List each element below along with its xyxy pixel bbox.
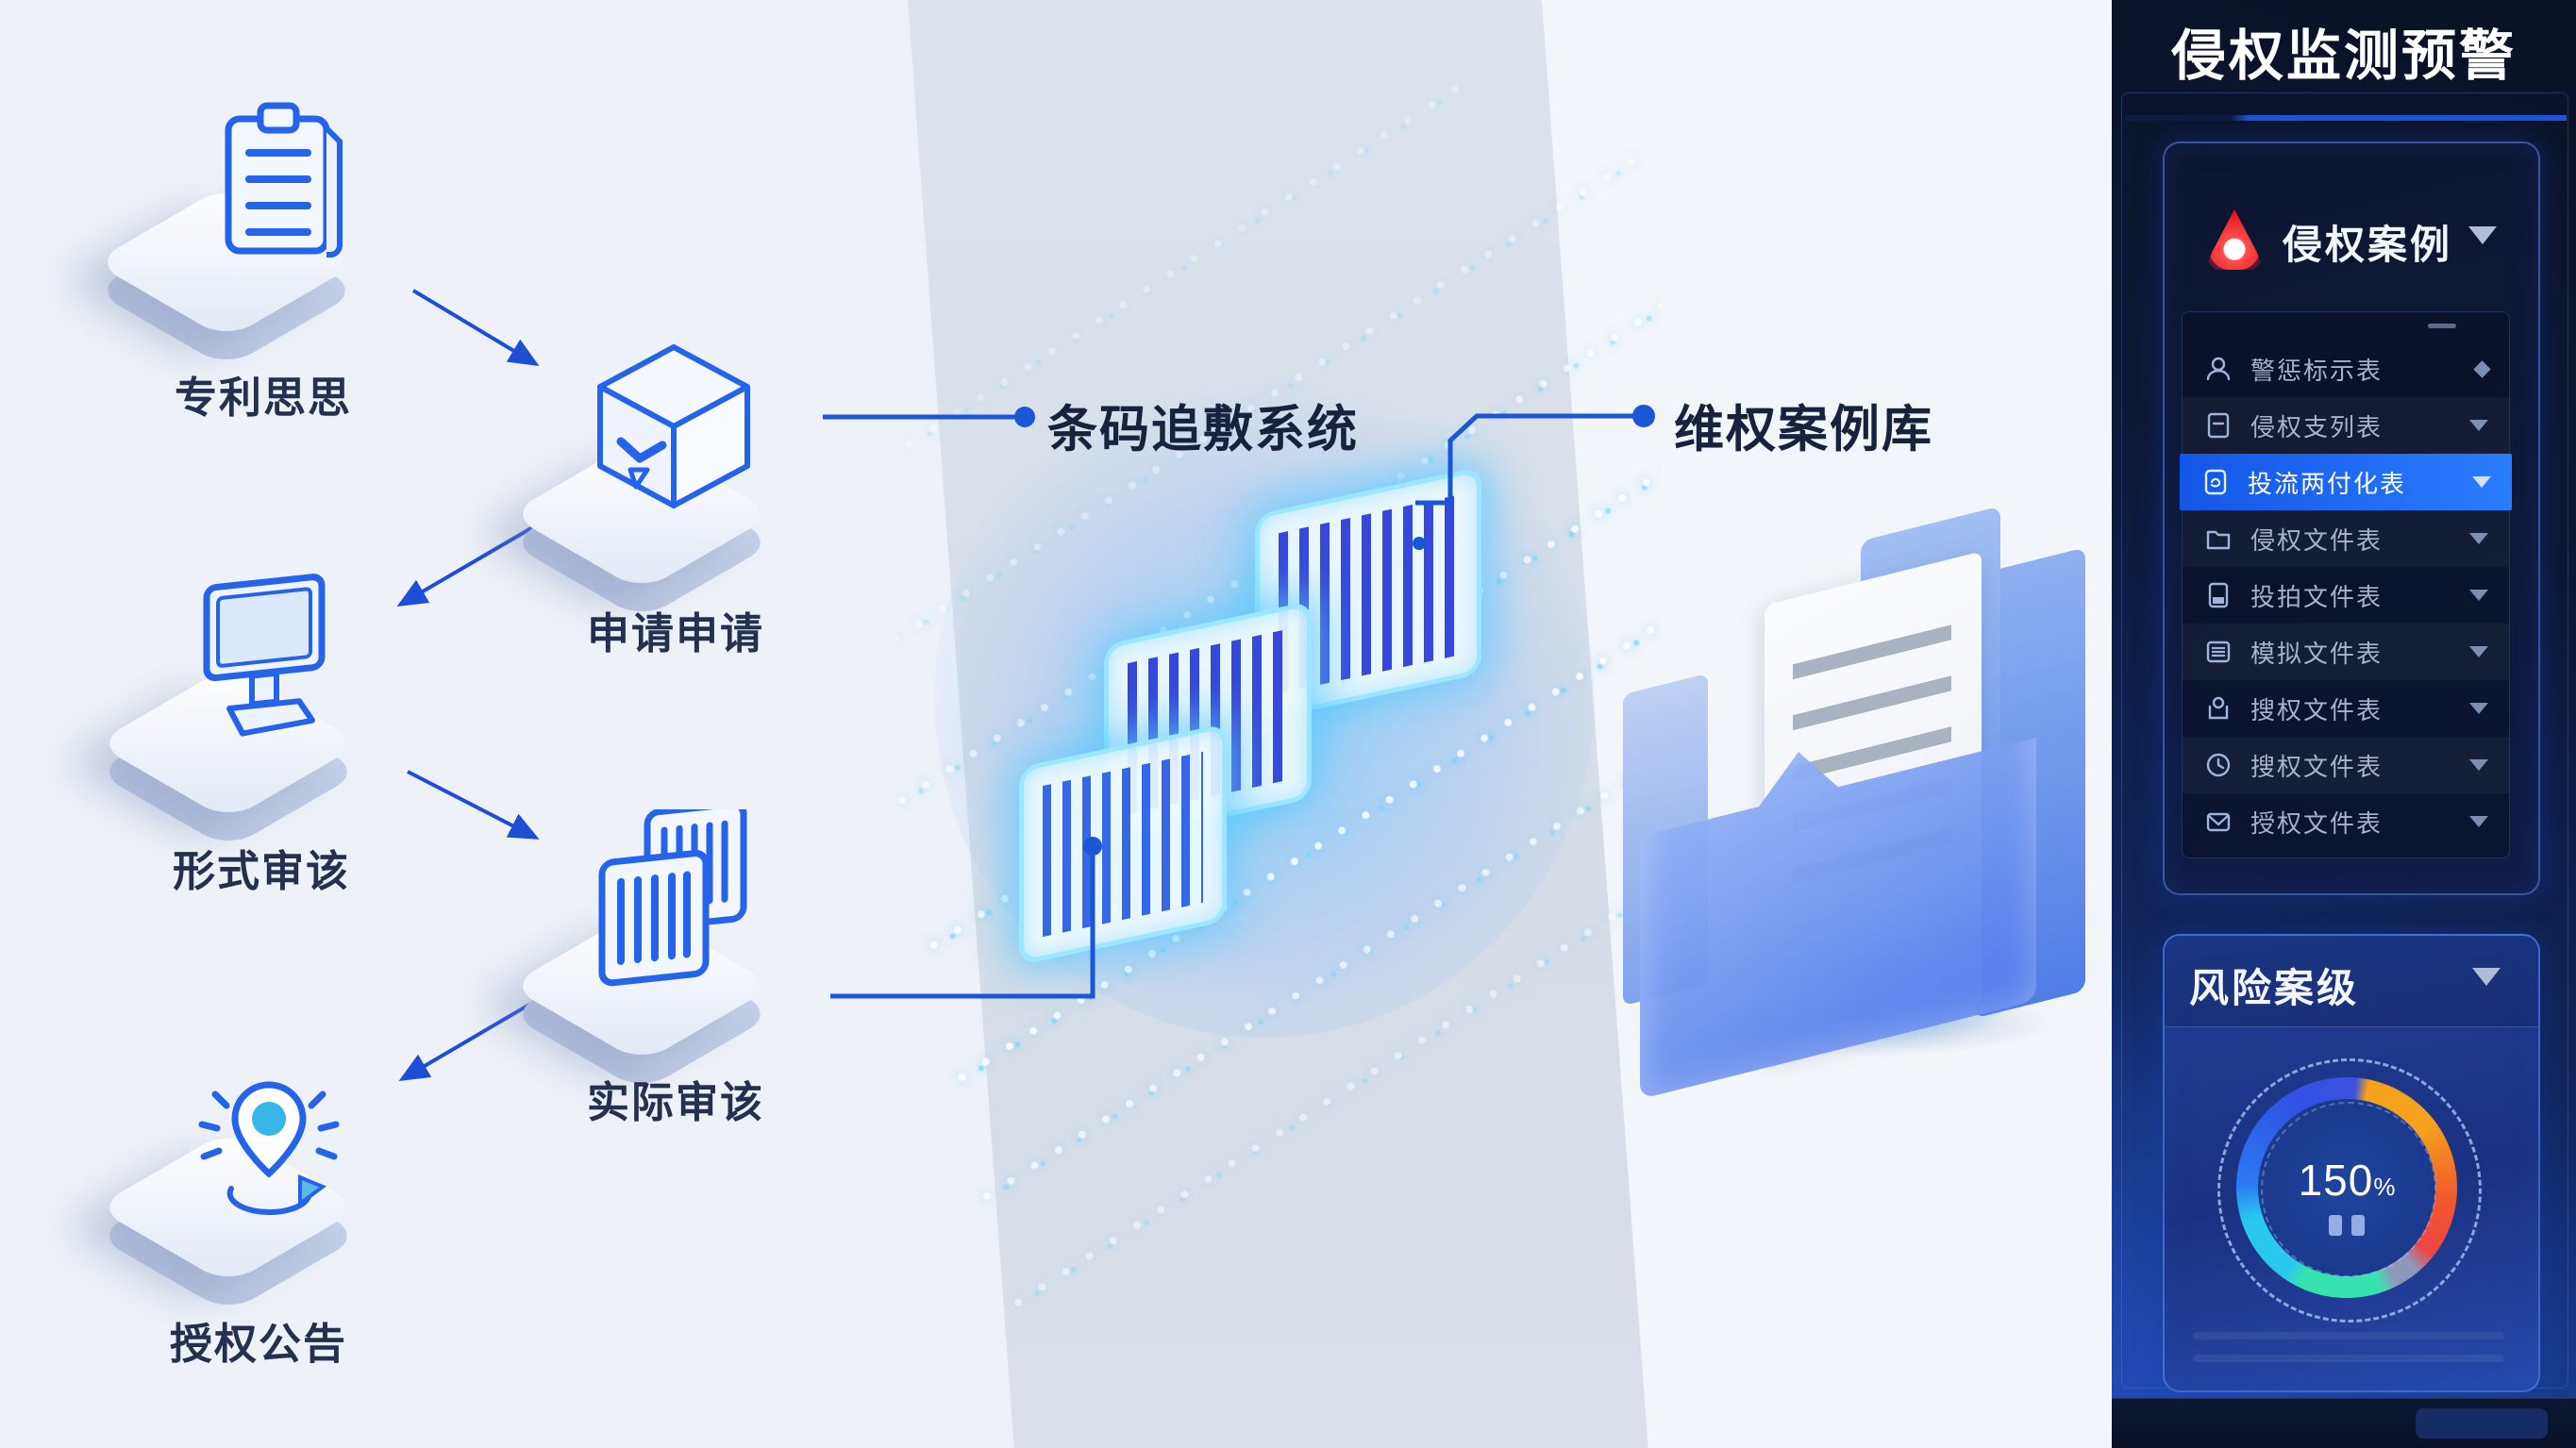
list-item[interactable]: 侵权支列表	[2183, 397, 2509, 454]
list-item-label: 模拟文件表	[2250, 639, 2384, 668]
title-underline	[2125, 115, 2567, 121]
case-library-folder-illustration	[1623, 506, 2095, 1052]
decorative-stripe	[2193, 1355, 2504, 1362]
chevron-down-icon	[2469, 646, 2488, 657]
list-item-label: 侵权支列表	[2250, 412, 2384, 441]
infringement-case-panel: 侵权案例 警惩标示表 侵	[2163, 141, 2540, 895]
gauge-value: 150%	[2165, 1155, 2529, 1206]
list-item-label: 搜权文件表	[2250, 752, 2384, 781]
mail-icon	[2206, 812, 2231, 832]
sidebar-bottom-bar	[2112, 1398, 2576, 1448]
chevron-down-icon	[2469, 759, 2488, 771]
divider	[2165, 1026, 2538, 1027]
list-item[interactable]: 模拟文件表	[2183, 624, 2509, 680]
barcode-illustration	[896, 0, 1661, 1448]
gauge-tick-ring	[2261, 1102, 2436, 1277]
file-icon	[2207, 412, 2230, 439]
case-panel-title: 侵权案例	[2282, 223, 2452, 267]
list-item-label: 投流两付化表	[2248, 469, 2407, 498]
flow-node-label: 形式审该	[173, 847, 351, 895]
pause-bars-icon	[2165, 1215, 2529, 1236]
flow-node-label: 实际审该	[587, 1078, 765, 1126]
list-item[interactable]: 搜权文件表	[2183, 737, 2509, 793]
clock-icon	[2206, 753, 2231, 777]
doc-badge-icon	[2204, 469, 2227, 495]
case-list: 警惩标示表 侵权支列表 投流两付化表	[2180, 311, 2512, 858]
list-item[interactable]: 授权文件表	[2183, 793, 2509, 850]
case-panel-header[interactable]: 侵权案例	[2165, 198, 2538, 292]
alert-icon	[2208, 209, 2261, 270]
case-library-label: 维权案例库	[1674, 402, 1933, 458]
cube-check-icon	[597, 344, 750, 508]
barcode-cards-icon	[598, 809, 747, 987]
list-item-selected[interactable]: 投流两付化表	[2180, 454, 2512, 510]
pin-icon	[2208, 696, 2229, 720]
gauge-outer-dashed-ring	[2217, 1058, 2482, 1323]
clipboard-icon	[225, 102, 343, 258]
list-item[interactable]: 侵权文件表	[2183, 510, 2509, 567]
risk-panel-title: 风险案级	[2189, 966, 2360, 1010]
chevron-down-icon[interactable]	[2472, 968, 2501, 986]
list-item-label: 授权文件表	[2250, 808, 2384, 838]
list-item[interactable]: 搜权文件表	[2183, 680, 2509, 737]
decorative-stripe	[2193, 1332, 2504, 1340]
gauge-number: 150	[2298, 1156, 2374, 1205]
user-icon	[2206, 357, 2231, 381]
device-icon	[2208, 582, 2229, 608]
flow-node-label: 专利思思	[175, 374, 353, 422]
monitor-icon	[203, 574, 326, 737]
sidebar-title: 侵权监测预警	[2170, 25, 2517, 87]
list-item-label: 侵权文件表	[2250, 525, 2384, 555]
list-handle	[2428, 324, 2456, 328]
list-item[interactable]: 投拍文件表	[2183, 567, 2509, 624]
chevron-down-icon	[2469, 590, 2488, 601]
arrow-node3-node4	[407, 770, 540, 840]
list-item[interactable]: 警惩标示表	[2183, 341, 2509, 397]
diamond-icon	[2473, 359, 2491, 378]
list-item-label: 警惩标示表	[2250, 356, 2384, 385]
chevron-down-icon	[2472, 476, 2491, 488]
list-icon	[2206, 641, 2231, 663]
flow-node-label: 申请申请	[587, 609, 765, 657]
risk-panel-header[interactable]: 风险案级	[2165, 936, 2538, 1026]
list-item-label: 搜权文件表	[2250, 695, 2384, 724]
gauge-unit: %	[2373, 1173, 2396, 1201]
risk-level-panel: 风险案级 150%	[2163, 934, 2540, 1392]
arrow-node1-node2	[411, 289, 540, 367]
monitoring-sidebar: 侵权监测预警 侵权案例 警惩标示表	[2112, 0, 2576, 1448]
bottom-hint	[2416, 1408, 2548, 1439]
barcode-bars	[1043, 751, 1203, 938]
chevron-down-icon	[2469, 533, 2488, 544]
list-item-label: 投拍文件表	[2250, 582, 2384, 611]
location-pin-icon	[198, 1081, 340, 1215]
chevron-down-icon	[2469, 816, 2488, 827]
chevron-down-icon	[2469, 420, 2488, 431]
chevron-down-icon	[2469, 703, 2488, 714]
barcode-system-label: 条码追敷系统	[1047, 402, 1359, 458]
chevron-down-icon[interactable]	[2468, 226, 2497, 244]
folder-icon	[2206, 530, 2231, 550]
flow-node-label: 授权公告	[170, 1320, 348, 1368]
